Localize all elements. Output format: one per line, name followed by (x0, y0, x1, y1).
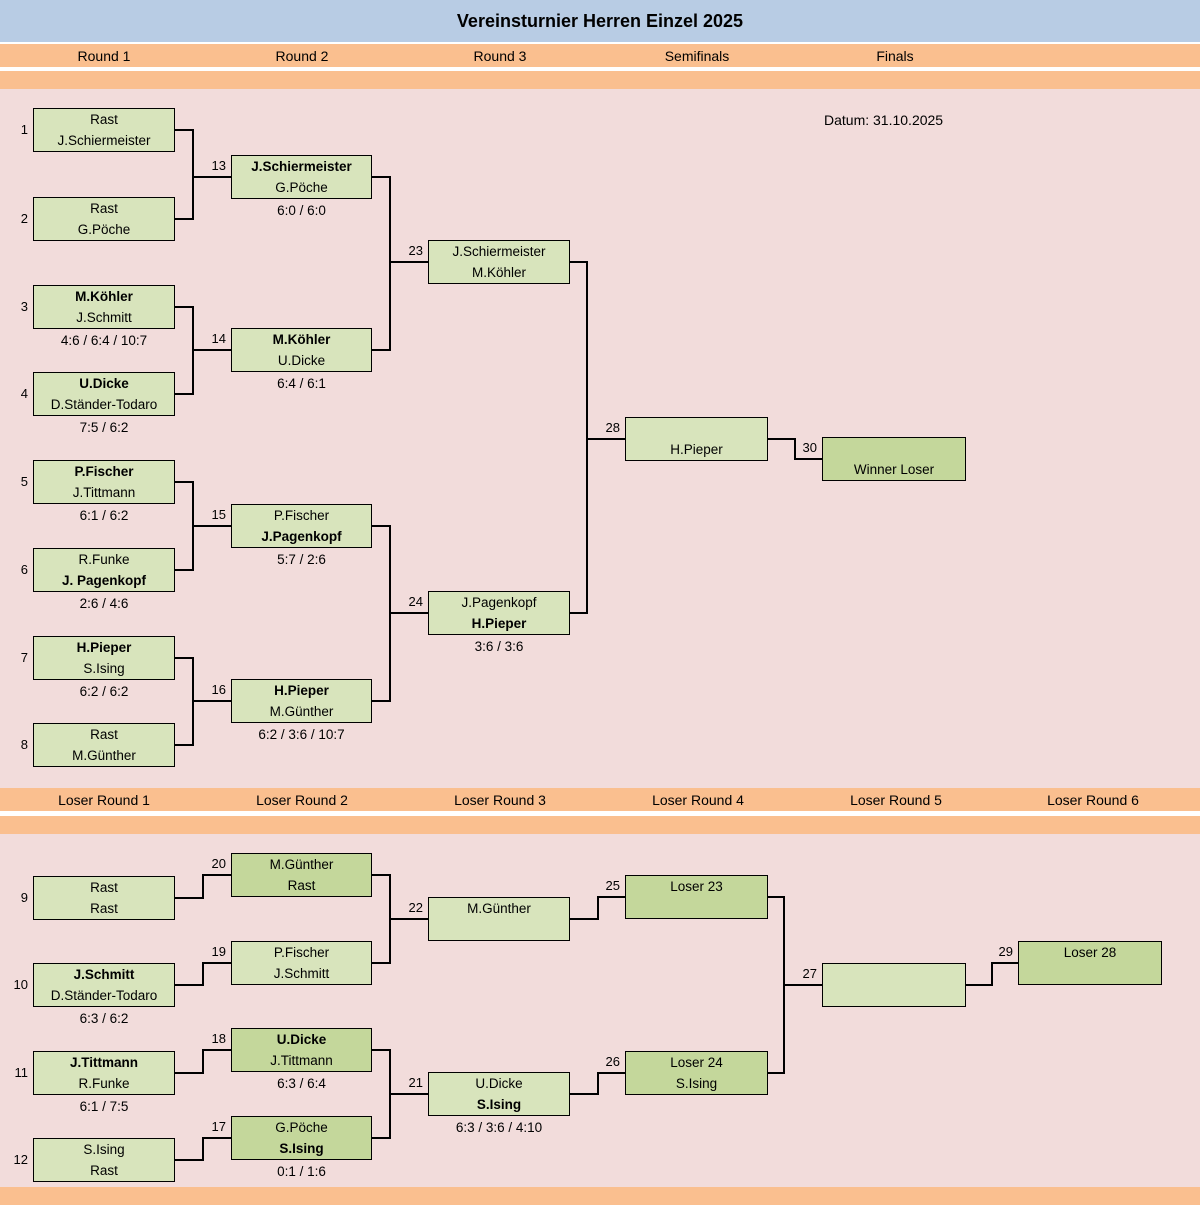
loser-round-header-4: Loser Round 4 (652, 791, 744, 808)
page-title: Vereinsturnier Herren Einzel 2025 (456, 10, 744, 31)
winner-bracket-background (0, 89, 1200, 788)
loser-bracket-background (0, 834, 1200, 1187)
loser-round-header-3: Loser Round 3 (454, 791, 546, 808)
round-header-5: Finals (876, 47, 914, 64)
round-header-4: Semifinals (664, 47, 730, 64)
loser-round-header-2: Loser Round 2 (256, 791, 348, 808)
loser-round-header-band: Loser Round 1 Loser Round 2 Loser Round 3 L… (0, 788, 1200, 811)
winner-round-header-band: Round 1 Round 2 Round 3 Semifinals Finals (0, 44, 1200, 67)
date-label: Datum: 31.10.2025 (824, 112, 944, 128)
title-bar: Vereinsturnier Herren Einzel 2025 (0, 0, 1200, 42)
loser-round-header-1: Loser Round 1 (58, 791, 150, 808)
round-header-2: Round 2 (275, 47, 329, 64)
loser-round-header-5: Loser Round 5 (850, 791, 942, 808)
decor-band-top (0, 71, 1200, 89)
round-header-1: Round 1 (77, 47, 131, 64)
decor-band-bottom (0, 1187, 1200, 1205)
decor-band-middle (0, 816, 1200, 834)
loser-round-header-6: Loser Round 6 (1047, 791, 1139, 808)
round-header-3: Round 3 (473, 47, 527, 64)
